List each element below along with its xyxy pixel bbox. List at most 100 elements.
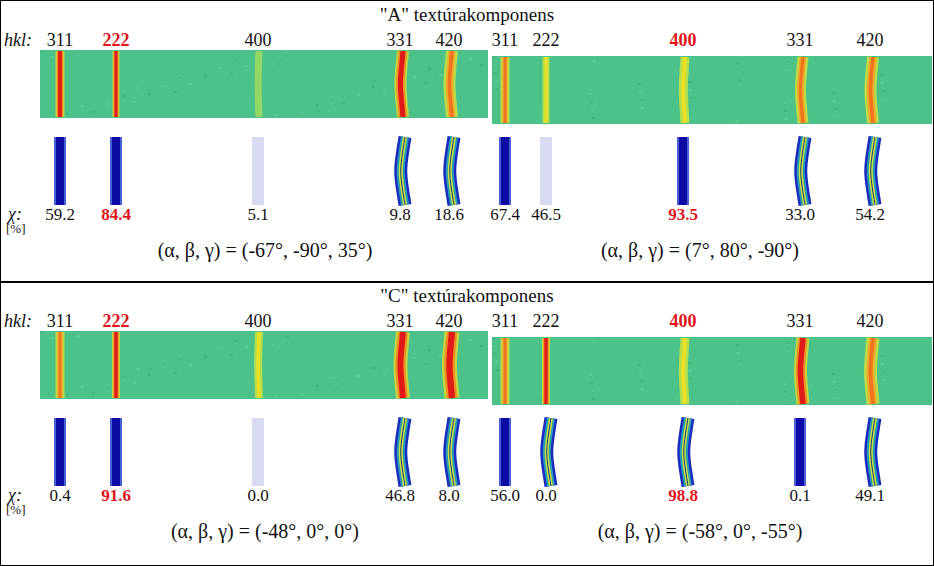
diffraction-line (449, 332, 452, 398)
strip-noise (40, 50, 43, 52)
band-edge (54, 418, 66, 486)
strip-noise (832, 373, 835, 375)
diffraction-line (800, 338, 803, 404)
diffraction-line (870, 57, 873, 123)
diffraction-line (501, 57, 510, 123)
strip-noise (316, 104, 319, 106)
strip-noise (234, 59, 237, 61)
simulated-band (871, 418, 875, 486)
strip-noise (271, 63, 274, 65)
strip-noise (593, 60, 596, 62)
strip-ground (40, 331, 488, 399)
diffraction-line (683, 338, 685, 404)
strip-noise (81, 386, 84, 388)
strip-noise (785, 118, 788, 120)
strip-noise (245, 346, 248, 348)
strip-noise (107, 103, 110, 105)
hkl-label: hkl: (4, 31, 32, 51)
diffraction-line (400, 51, 403, 117)
strip-noise (833, 381, 836, 383)
strip-noise (77, 54, 80, 56)
diffraction-line (254, 332, 263, 398)
band-arc (801, 137, 805, 205)
strip-noise (737, 352, 740, 354)
strip-noise (690, 97, 693, 99)
reflection-index: 400 (670, 31, 697, 51)
simulated-band (54, 418, 66, 486)
band-edge (499, 137, 511, 205)
band-core (56, 418, 64, 486)
strip-noise (494, 72, 497, 74)
strip-noise (428, 349, 431, 351)
strip-noise (784, 110, 787, 112)
strip-noise (592, 117, 595, 119)
band-arc (450, 418, 454, 486)
strip-noise (469, 58, 472, 60)
strip-noise (316, 385, 319, 387)
band-core (112, 137, 120, 205)
strip-noise (735, 401, 738, 403)
strip-noise (689, 89, 692, 91)
strip-noise (589, 374, 592, 376)
diffraction-line (683, 57, 685, 123)
strip-noise (638, 364, 641, 366)
simulated-band (450, 137, 454, 205)
diffraction-line (870, 338, 873, 404)
simulated-band (547, 418, 551, 486)
strip-noise (688, 362, 691, 364)
strip-noise (494, 353, 497, 355)
chi-value: 8.0 (438, 487, 459, 506)
strip-noise (592, 398, 595, 400)
reflection-index: 311 (492, 31, 518, 51)
strip-noise (301, 112, 304, 114)
strip-noise (480, 64, 483, 66)
band-edge (54, 137, 66, 205)
reflection-index: 420 (857, 31, 884, 51)
strip-noise (640, 99, 643, 101)
unit-label: [%] (6, 503, 26, 517)
unit-label: [%] (6, 222, 26, 236)
strip-noise (688, 81, 691, 83)
diffraction-line (113, 51, 120, 117)
chi-value: 0.0 (535, 487, 556, 506)
chi-value: 46.8 (385, 487, 415, 506)
detector-strips (40, 50, 932, 486)
strip-noise (493, 345, 496, 347)
diffraction-line (502, 57, 507, 123)
diffraction-line (115, 51, 118, 117)
strip-noise (92, 111, 95, 113)
strip-noise (736, 344, 739, 346)
strip-noise (590, 101, 593, 103)
band-arc (684, 418, 688, 486)
band-arc (684, 418, 688, 486)
band-arc (401, 418, 405, 486)
strip-noise (122, 376, 125, 378)
simulated-band (801, 137, 805, 205)
strip-noise (439, 74, 442, 76)
band-arc (401, 137, 405, 205)
strip-noise (496, 88, 499, 90)
band-arc (547, 418, 551, 486)
detector-strip (40, 331, 488, 486)
strip-noise (204, 75, 207, 77)
strip-noise (148, 93, 151, 95)
strip-noise (639, 91, 642, 93)
simulated-band (684, 418, 688, 486)
strip-noise (92, 392, 95, 394)
simulated-band (871, 137, 875, 205)
strip-noise (787, 350, 790, 352)
simulated-band (110, 137, 122, 205)
simulated-band (677, 137, 689, 205)
strip-noise (589, 93, 592, 95)
simulated-band (499, 137, 511, 205)
strip-noise (883, 98, 886, 100)
reflection-index: 222 (103, 31, 130, 51)
diffraction-line (256, 332, 260, 398)
strip-ground (492, 337, 932, 405)
diffraction-line (113, 332, 119, 398)
strip-noise (286, 55, 289, 57)
band-arc (801, 137, 805, 205)
strip-noise (51, 337, 54, 339)
strip-noise (591, 109, 594, 111)
strip-noise (882, 90, 885, 92)
